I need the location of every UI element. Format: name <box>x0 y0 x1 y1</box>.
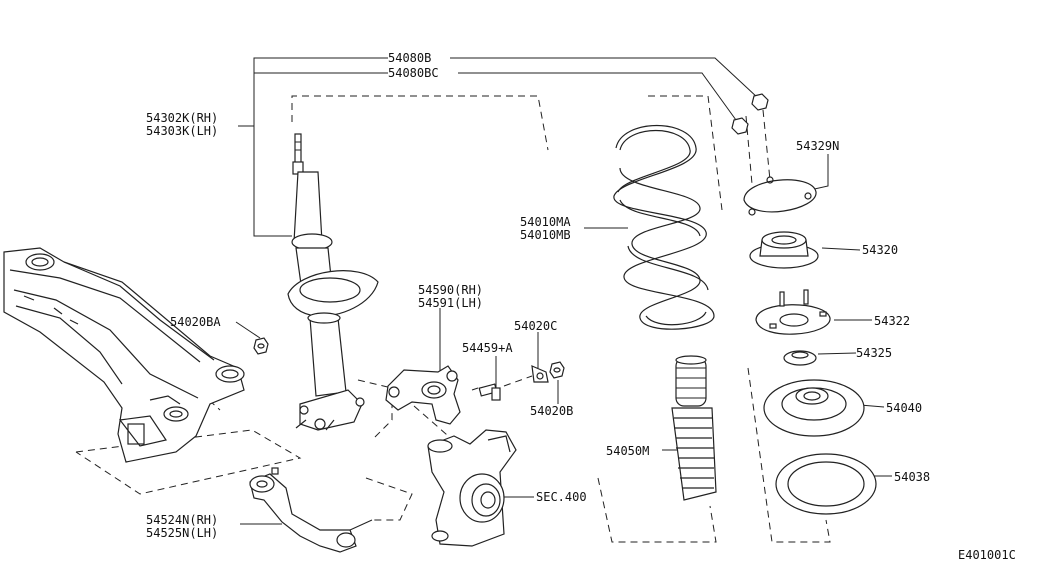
label-54038: 54038 <box>894 470 930 484</box>
diagram-code: E401001C <box>958 548 1016 562</box>
label-54591: 54591(LH) <box>418 296 483 310</box>
insulator-54038 <box>775 453 877 515</box>
label-54020c: 54020C <box>514 319 557 333</box>
label-54322: 54322 <box>874 314 910 328</box>
bump-stop-boot <box>671 355 717 501</box>
label-54590: 54590(RH) <box>418 283 483 297</box>
front-subframe <box>3 247 245 463</box>
label-54050m: 54050M <box>606 444 649 458</box>
nut-54020ba <box>253 337 269 355</box>
nut-54020b <box>549 361 565 379</box>
plate-54329n <box>743 176 817 216</box>
label-54303k: 54303K(LH) <box>146 124 218 138</box>
mount-54322 <box>755 289 831 335</box>
part-labels: 54080B 54080BC 54302K(RH) 54303K(LH) 543… <box>146 51 1016 562</box>
coil-spring <box>613 124 715 330</box>
mount-54320 <box>749 231 819 269</box>
label-54080b: 54080B <box>388 51 431 65</box>
nut-54080bc <box>731 117 749 135</box>
bearing-54325 <box>783 350 817 366</box>
label-54320: 54320 <box>862 243 898 257</box>
label-54020b: 54020B <box>530 404 573 418</box>
strut-assembly <box>287 133 379 431</box>
steering-knuckle <box>427 429 517 547</box>
label-54525n: 54525N(LH) <box>146 526 218 540</box>
label-54040: 54040 <box>886 401 922 415</box>
lower-arm-54524n <box>249 467 373 553</box>
label-54080bc: 54080BC <box>388 66 439 80</box>
leader-lines <box>235 57 892 525</box>
nut-54080b <box>751 93 769 111</box>
label-54329n: 54329N <box>796 139 839 153</box>
label-54010mb: 54010MB <box>520 228 571 242</box>
label-54524n: 54524N(RH) <box>146 513 218 527</box>
washer-54020c <box>531 365 549 383</box>
label-54459a: 54459+A <box>462 341 513 355</box>
label-54302k: 54302K(RH) <box>146 111 218 125</box>
label-54325: 54325 <box>856 346 892 360</box>
label-54020ba: 54020BA <box>170 315 221 329</box>
bracket-54590 <box>385 365 461 425</box>
label-54010ma: 54010MA <box>520 215 571 229</box>
seat-54040 <box>763 379 865 437</box>
label-sec400: SEC.400 <box>536 490 587 504</box>
bolt-54459a <box>471 383 501 401</box>
